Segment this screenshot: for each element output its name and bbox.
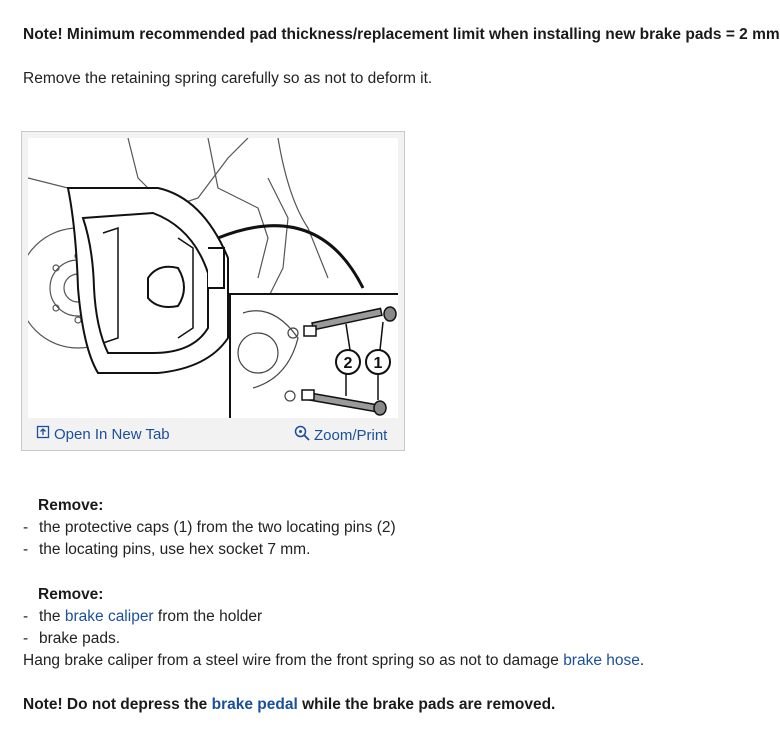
section2-heading: Remove: bbox=[38, 586, 104, 603]
figure-container: 2 1 Open In New Tab Zoom/Print bbox=[21, 131, 405, 451]
callout-2-label: 2 bbox=[344, 355, 353, 372]
open-new-tab-button[interactable]: Open In New Tab bbox=[36, 425, 170, 443]
magnifier-icon bbox=[294, 425, 310, 445]
step-remove-spring: Remove the retaining spring carefully so… bbox=[23, 70, 433, 87]
note-pad-thickness: Note! Minimum recommended pad thickness/… bbox=[23, 26, 780, 43]
callout-1-label: 1 bbox=[374, 355, 383, 372]
callout-1-circle bbox=[365, 349, 391, 375]
zoom-print-label: Zoom/Print bbox=[314, 426, 388, 444]
brake-pedal-link[interactable]: brake pedal bbox=[211, 696, 298, 713]
brake-caliper-drawing: 2 1 bbox=[28, 138, 398, 418]
brake-caliper-illustration[interactable]: 2 1 bbox=[28, 138, 398, 418]
callout-2-circle bbox=[335, 349, 361, 375]
hang-caliper-instruction: Hang brake caliper from a steel wire fro… bbox=[23, 652, 645, 669]
section1-heading: Remove: bbox=[38, 497, 104, 514]
brake-hose-link[interactable]: brake hose bbox=[563, 652, 640, 669]
list-item: -the brake caliper from the holder bbox=[23, 608, 263, 625]
list-item: -brake pads. bbox=[23, 630, 120, 647]
list-item: -the protective caps (1) from the two lo… bbox=[23, 519, 396, 536]
open-new-tab-icon bbox=[36, 425, 50, 443]
list-item: -the locating pins, use hex socket 7 mm. bbox=[23, 541, 311, 558]
open-new-tab-label: Open In New Tab bbox=[54, 425, 170, 443]
figure-toolbar: Open In New Tab Zoom/Print bbox=[22, 418, 404, 450]
brake-caliper-link[interactable]: brake caliper bbox=[64, 608, 154, 625]
note-brake-pedal: Note! Do not depress the brake pedal whi… bbox=[23, 696, 556, 713]
zoom-print-button[interactable]: Zoom/Print bbox=[294, 425, 387, 445]
